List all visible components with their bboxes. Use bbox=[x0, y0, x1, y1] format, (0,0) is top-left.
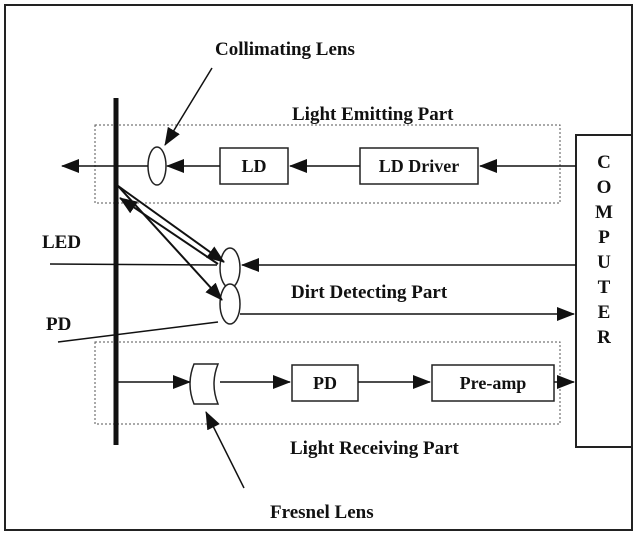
reflect-arrow-3 bbox=[119, 197, 219, 265]
computer-letter: P bbox=[598, 227, 610, 248]
pd-side-label: PD bbox=[46, 314, 71, 335]
fresnel-lens-pointer bbox=[205, 411, 245, 489]
dirt-detecting-part-label: Dirt Detecting Part bbox=[291, 282, 448, 303]
led-label: LED bbox=[42, 232, 81, 253]
computer-letter: O bbox=[597, 177, 612, 198]
computer-letter: C bbox=[597, 152, 611, 173]
collimating-lens bbox=[147, 146, 167, 186]
computer-box bbox=[575, 134, 633, 448]
led-pointer bbox=[49, 263, 218, 266]
pre-amp-label: Pre-amp bbox=[460, 373, 527, 393]
led-lens bbox=[219, 247, 241, 289]
light-receiving-part-label: Light Receiving Part bbox=[290, 438, 460, 459]
computer-letter: M bbox=[595, 202, 613, 223]
collimating-lens-pointer bbox=[164, 67, 213, 146]
collimating-lens-label: Collimating Lens bbox=[215, 39, 355, 60]
reflect-arrow-1 bbox=[117, 185, 225, 263]
pd-box bbox=[291, 364, 359, 402]
light-emitting-part-box bbox=[94, 124, 561, 204]
pre-amp-box bbox=[431, 364, 555, 402]
fresnel-lens bbox=[189, 363, 220, 405]
light-emitting-part-label: Light Emitting Part bbox=[292, 104, 454, 125]
ld-box bbox=[219, 147, 289, 185]
computer-letter: U bbox=[597, 252, 611, 273]
ld-driver-label: LD Driver bbox=[379, 156, 459, 176]
computer-letter: R bbox=[597, 327, 611, 348]
computer-letter: E bbox=[598, 302, 611, 323]
computer-label: C O M P U T E R bbox=[595, 152, 613, 348]
computer-letter: T bbox=[598, 277, 611, 298]
pd-label: PD bbox=[313, 373, 337, 393]
pd-pointer bbox=[57, 321, 219, 343]
pd-lens bbox=[219, 283, 241, 325]
ld-label: LD bbox=[241, 156, 266, 176]
fresnel-lens-label: Fresnel Lens bbox=[270, 502, 374, 523]
